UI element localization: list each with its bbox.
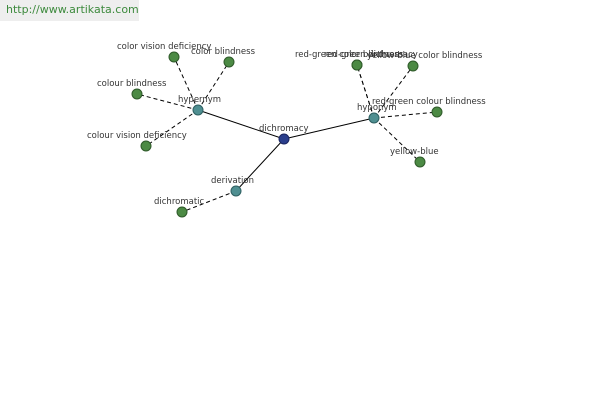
node-red-green-dichromacy[interactable]	[351, 59, 363, 71]
label-hyponym[interactable]: hyponym	[357, 103, 397, 113]
node-derivation[interactable]	[230, 185, 242, 197]
graph-nodes	[131, 51, 443, 218]
label-colour-blindness[interactable]: colour blindness	[97, 79, 167, 89]
node-red-green-colour-blindness[interactable]	[431, 106, 443, 118]
label-red-green-dichromacy[interactable]: red-green dichromacy	[324, 50, 418, 60]
edge-hypernym-colour-vision-deficiency	[145, 109, 199, 147]
label-red-green-colour-blindness[interactable]: red-green colour blindness	[372, 97, 486, 107]
watermark-url[interactable]: http://www.artikata.com	[6, 3, 139, 16]
edge-hyponym	[283, 117, 375, 140]
graph-edges	[136, 56, 438, 213]
node-hyponym[interactable]	[368, 112, 380, 124]
edge-hypernym-color-vision-deficiency	[173, 56, 199, 111]
node-color-blindness[interactable]	[223, 56, 235, 68]
node-colour-vision-deficiency[interactable]	[140, 140, 152, 152]
edge-hyponym-yellow-blue	[373, 117, 421, 163]
node-color-vision-deficiency[interactable]	[168, 51, 180, 63]
label-yellow-blue[interactable]: yellow-blue	[390, 147, 439, 157]
node-hypernym[interactable]	[192, 104, 204, 116]
label-dichromatic[interactable]: dichromatic	[154, 197, 205, 207]
node-yellow-blue-color-blindness[interactable]	[407, 60, 419, 72]
node-yellow-blue[interactable]	[414, 156, 426, 168]
edge-hypernym	[197, 109, 285, 140]
node-dichromatic[interactable]	[176, 206, 188, 218]
label-colour-vision-deficiency[interactable]: colour vision deficiency	[87, 131, 187, 141]
label-hypernym[interactable]: hypernym	[178, 95, 221, 105]
label-yellow-blue-color-blindness[interactable]: yellow-blue color blindness	[367, 51, 483, 61]
node-dichromacy[interactable]	[278, 133, 290, 145]
label-red-green-color-blindness[interactable]: red-green color blindness	[295, 50, 404, 60]
label-color-blindness[interactable]: color blindness	[191, 47, 256, 57]
watermark-banner: http://www.artikata.com	[0, 0, 139, 21]
edge-derivation-dichromatic	[181, 190, 237, 213]
edge-hyponym-red-green-dichromacy	[356, 64, 375, 119]
label-derivation[interactable]: derivation	[211, 176, 254, 186]
label-color-vision-deficiency[interactable]: color vision deficiency	[117, 42, 211, 52]
edge-hyponym-red-green-colour-blindness	[373, 111, 438, 119]
edge-hyponym-yellow-blue-color-blindness	[373, 65, 414, 119]
edge-hypernym-colour-blindness	[136, 93, 199, 111]
edge-hypernym-color-blindness	[197, 61, 230, 111]
graph-labels: dichromacy hypernym color vision deficienc…	[87, 42, 486, 207]
node-colour-blindness[interactable]	[131, 88, 143, 100]
edge-derivation	[235, 138, 285, 192]
label-dichromacy[interactable]: dichromacy	[259, 124, 309, 134]
